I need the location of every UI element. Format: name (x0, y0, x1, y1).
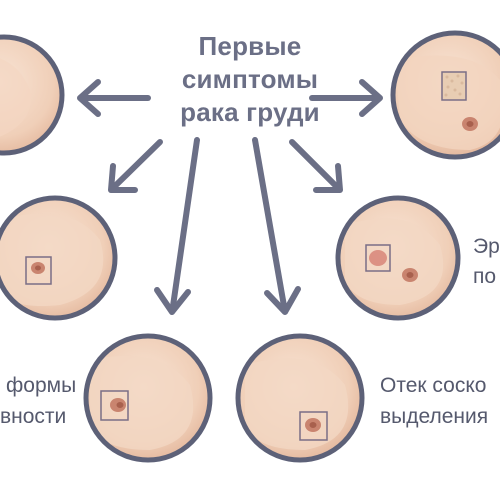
arrows (77, 79, 383, 315)
breast-circle-middle-left (0, 195, 118, 321)
label-left-line-1: формы (6, 374, 77, 397)
title-line-3: рака груди (180, 97, 320, 127)
title-line-2: симптомы (181, 64, 319, 94)
arrow-right-middle (289, 139, 343, 193)
arrow-right-top (309, 79, 383, 117)
diagram-title: Первые симптомы рака груди (140, 30, 360, 129)
arrow-left-top (77, 79, 151, 117)
label-left-line-2: вности (0, 405, 67, 428)
arrow-down-right (252, 137, 301, 315)
breast-circle-middle-right (335, 195, 461, 321)
title-line-1: Первые (198, 31, 302, 61)
breast-circle-top-right (390, 30, 500, 160)
breast-circle-top-left (0, 34, 65, 156)
label-right-line-1: Эр (473, 235, 500, 258)
label-bottom-right-line-2: выделения (380, 405, 489, 428)
label-bottom-right-line-1: Отек соско (380, 374, 487, 397)
label-right-line-2: по (473, 265, 497, 288)
breast-circle-bottom-left (83, 333, 213, 463)
breast-circle-bottom-right (235, 333, 365, 463)
arrow-left-middle (108, 139, 163, 193)
arrow-down-left (154, 137, 200, 315)
